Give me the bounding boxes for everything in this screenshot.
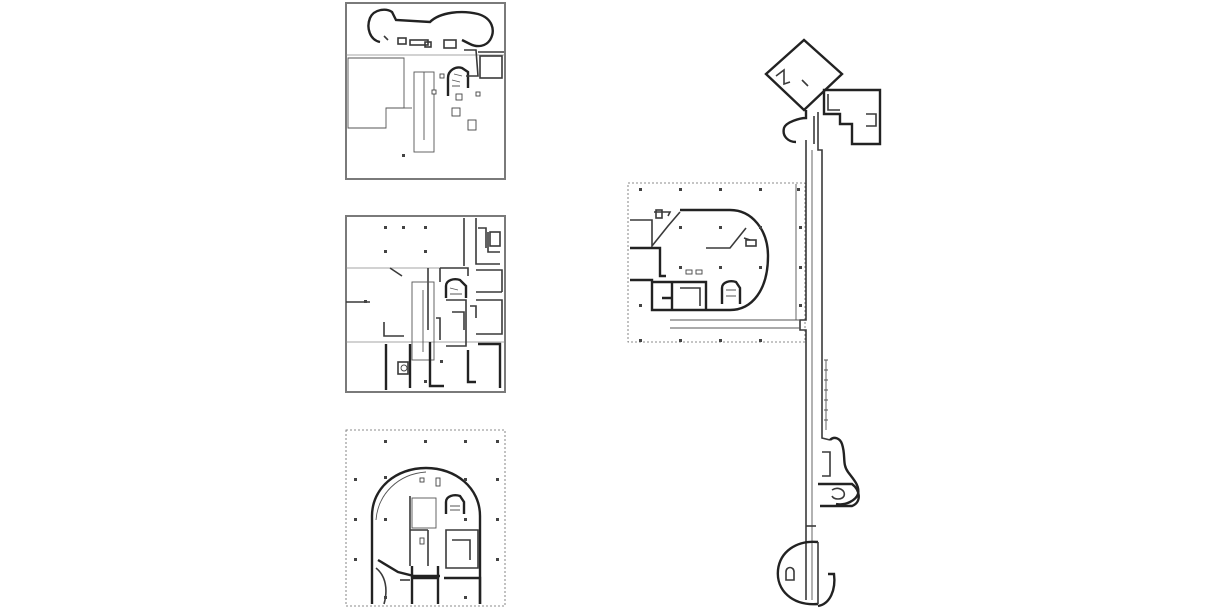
driveway-east-wall xyxy=(817,112,831,441)
service-rooms xyxy=(410,566,482,604)
house-footprint xyxy=(627,182,806,343)
ramp xyxy=(411,497,437,529)
gatehouse xyxy=(764,38,844,112)
lower-partitions xyxy=(384,342,502,390)
driveway-west-wall xyxy=(799,140,807,600)
roof-outline xyxy=(345,2,506,180)
site-plan xyxy=(627,38,882,608)
structural-columns xyxy=(364,226,443,383)
roof-level-plan xyxy=(345,2,506,180)
ground-floor-outline xyxy=(345,429,506,607)
spiral-stair xyxy=(720,280,742,304)
service-wing-walls xyxy=(463,218,500,266)
first-floor-outline xyxy=(345,215,506,393)
roof-terrace-outline xyxy=(347,57,405,129)
curved-garden-wall xyxy=(829,436,860,506)
site-columns xyxy=(639,188,802,342)
spiral-stair xyxy=(446,66,470,96)
solarium-curved-wall xyxy=(367,8,494,48)
pilotis-columns xyxy=(354,440,499,599)
house-curved-wall xyxy=(630,208,770,312)
core-walls xyxy=(427,267,469,330)
spiral-stair xyxy=(444,494,466,514)
spiral-stair xyxy=(444,278,468,298)
first-floor-plan xyxy=(345,215,506,393)
ramp xyxy=(411,281,435,361)
entry-hall-walls xyxy=(409,496,429,566)
ground-floor-plan xyxy=(345,429,506,607)
curved-glazing xyxy=(370,466,482,604)
south-rotunda xyxy=(776,540,819,606)
lodge xyxy=(822,88,882,146)
